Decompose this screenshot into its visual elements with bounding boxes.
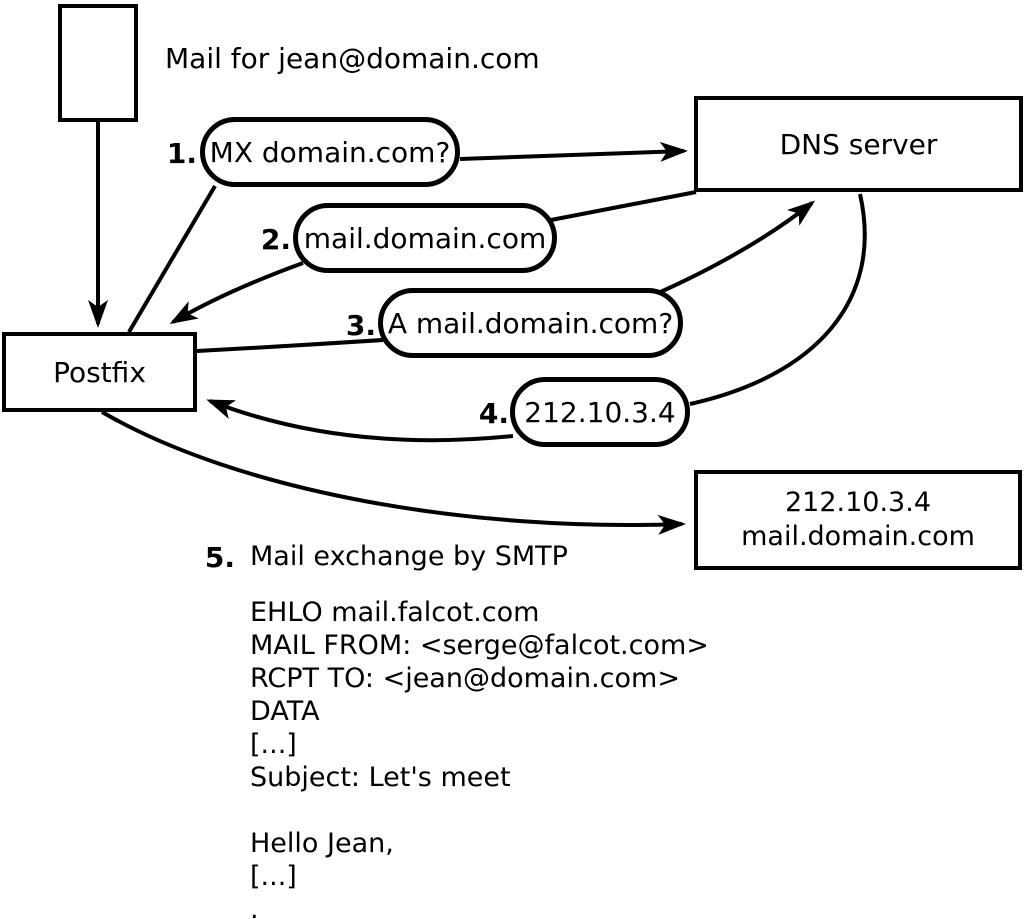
mail-server-box: 212.10.3.4 mail.domain.com	[694, 470, 1022, 570]
step-number-2: 2.	[260, 223, 291, 256]
mail-note: Mail for jean@domain.com	[165, 42, 540, 75]
step5-label: Mail exchange by SMTP	[250, 541, 568, 572]
arrow-bubble2-to-postfix	[169, 261, 304, 325]
step-number-4: 4.	[478, 397, 509, 430]
tail-dns-to-bubble4	[689, 193, 867, 406]
arrow-postfix-to-mailserver	[100, 410, 686, 535]
tail-dns-to-bubble2	[550, 190, 697, 222]
transcript-line: Subject: Let's meet	[250, 762, 511, 793]
transcript-line: DATA	[250, 696, 320, 727]
mail-envelope	[58, 4, 138, 122]
dns-server-label: DNS server	[779, 127, 938, 161]
query-bubble-a-label: A mail.domain.com?	[387, 306, 674, 340]
arrow-bubble1-to-dns	[459, 141, 688, 162]
smtp-transcript: EHLO mail.falcot.com MAIL FROM: <serge@f…	[250, 596, 709, 919]
answer-bubble-ip-label: 212.10.3.4	[524, 395, 676, 429]
answer-bubble-ip: 212.10.3.4	[510, 377, 690, 447]
mail-server-hostname: mail.domain.com	[741, 521, 975, 552]
arrow-bubble4-to-postfix	[206, 399, 514, 443]
step-number-3: 3.	[345, 309, 376, 342]
step-number-1: 1.	[166, 137, 197, 170]
answer-bubble-mx: mail.domain.com	[293, 203, 557, 273]
transcript-line: Hello Jean,	[250, 828, 394, 859]
tail-postfix-to-bubble3	[196, 338, 384, 353]
dns-server-box: DNS server	[694, 96, 1023, 192]
transcript-line: [...]	[250, 861, 297, 892]
answer-bubble-mx-label: mail.domain.com	[303, 221, 547, 255]
transcript-line	[250, 794, 709, 827]
tail-postfix-to-bubble1	[127, 184, 217, 334]
step-number-5: 5.	[204, 541, 235, 574]
arrow-bubble3-to-dns	[655, 200, 816, 296]
postfix-box: Postfix	[2, 332, 197, 412]
query-bubble-a: A mail.domain.com?	[378, 288, 683, 358]
mail-server-ip: 212.10.3.4	[785, 487, 931, 518]
transcript-line: .	[250, 894, 259, 919]
transcript-line: MAIL FROM: <serge@falcot.com>	[250, 630, 709, 661]
query-bubble-mx: MX domain.com?	[200, 117, 460, 187]
query-bubble-mx-label: MX domain.com?	[209, 135, 451, 169]
transcript-line: RCPT TO: <jean@domain.com>	[250, 663, 680, 694]
postfix-label: Postfix	[53, 355, 146, 389]
transcript-line: [...]	[250, 729, 297, 760]
transcript-line: EHLO mail.falcot.com	[250, 597, 540, 628]
